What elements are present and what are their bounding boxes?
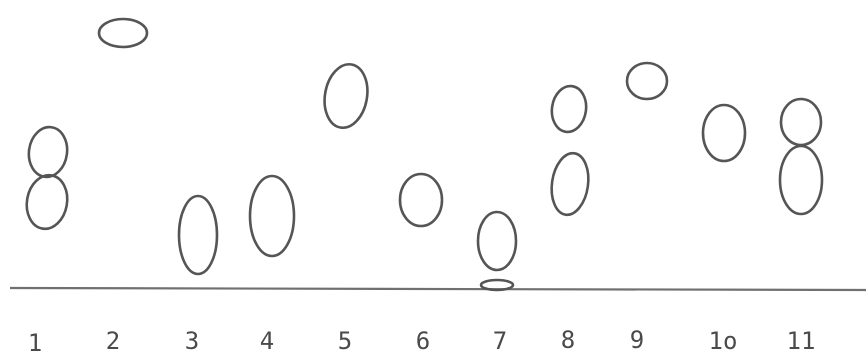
lane-label-2: 2: [106, 327, 120, 355]
lane-label-8: 8: [561, 326, 575, 354]
lane-8-spot-lower: [548, 151, 592, 217]
lane-4-spot: [250, 176, 294, 256]
lane-label-3: 3: [185, 327, 199, 355]
lane-6-spot: [400, 174, 442, 226]
lane-label-4: 4: [260, 327, 274, 355]
lane-3-spot: [179, 196, 217, 274]
lane-label-7: 7: [493, 327, 507, 355]
lane-label-9: 9: [630, 326, 644, 354]
lane-1-spot-lower: [23, 172, 72, 232]
lane-11-spot-upper: [781, 99, 821, 145]
lane-2-spot: [99, 19, 147, 47]
origin-line: [10, 288, 866, 290]
lane-label-11: 11: [787, 327, 816, 355]
lane-8-spot-upper: [549, 84, 589, 134]
lane-11-spot-lower: [780, 146, 822, 214]
lane-label-5: 5: [338, 327, 352, 355]
lane-7-spot: [478, 212, 516, 270]
lane-label-1: 1: [28, 329, 42, 357]
lane-1-spot-upper: [26, 125, 71, 180]
lane-label-10: 1o: [709, 327, 738, 355]
lane-label-6: 6: [416, 327, 430, 355]
lane-10-spot: [703, 105, 745, 161]
lane-9-spot: [627, 63, 667, 99]
lane-5-spot: [320, 61, 372, 131]
